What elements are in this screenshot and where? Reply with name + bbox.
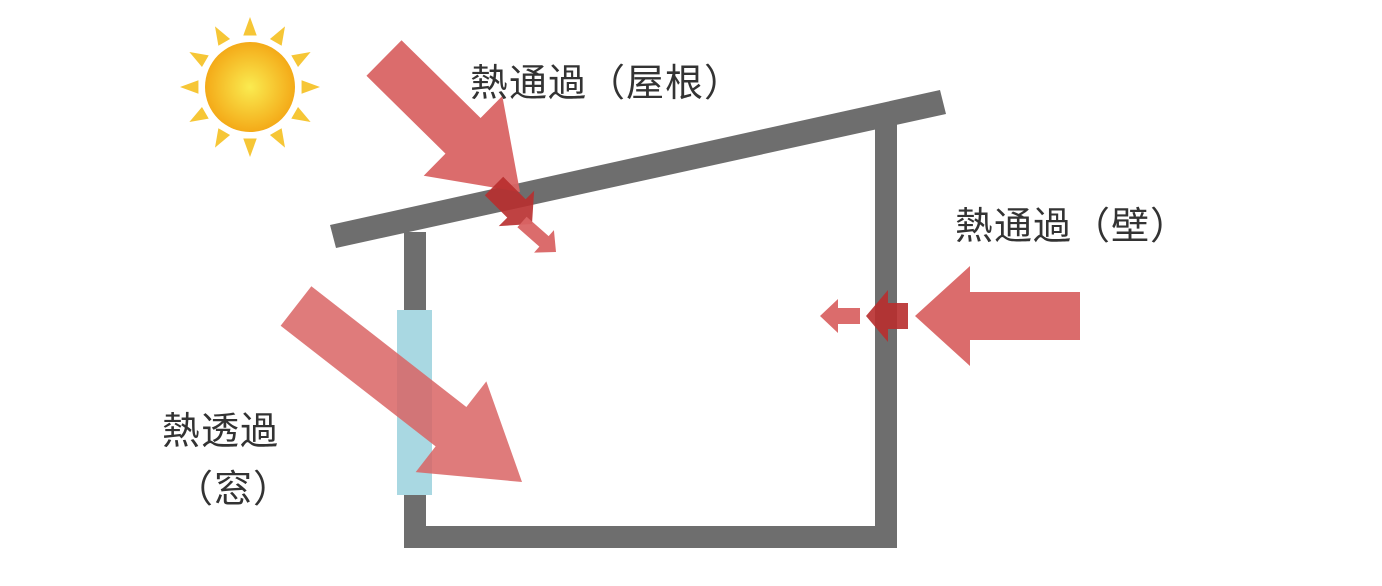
- sun-ray: [215, 128, 231, 148]
- roof-heat-arrow: [366, 40, 520, 193]
- sun-ray: [215, 26, 231, 46]
- sun-ray: [243, 138, 257, 157]
- window-heat-label-line2: （窓）: [175, 467, 293, 511]
- sun-ray: [189, 52, 209, 68]
- sun-ray: [243, 17, 257, 36]
- sun-icon: [180, 17, 320, 157]
- floor: [404, 526, 897, 548]
- roof-heat-arrow-inner-dark: [484, 176, 535, 227]
- roof-heat-arrow-inside: [517, 216, 557, 253]
- sun-ray: [189, 106, 209, 122]
- sun-ray: [180, 80, 199, 94]
- sun-ray: [269, 26, 285, 46]
- wall-heat-label: 熱通過（壁）: [955, 204, 1190, 248]
- window-heat-arrow: [280, 286, 523, 482]
- sun-disc: [205, 42, 295, 132]
- roof: [330, 90, 946, 248]
- wall-heat-arrow-inner-dark: [866, 290, 908, 342]
- wall-heat-arrow-inside: [820, 299, 860, 333]
- sun-ray: [291, 52, 311, 68]
- sun-ray: [291, 106, 311, 122]
- roof-heat-label: 熱通過（屋根）: [470, 61, 744, 105]
- window-heat-label-line1: 熱透過: [162, 409, 280, 453]
- wall-heat-arrow: [915, 266, 1080, 366]
- sun-ray: [269, 128, 285, 148]
- sun-ray: [301, 80, 320, 94]
